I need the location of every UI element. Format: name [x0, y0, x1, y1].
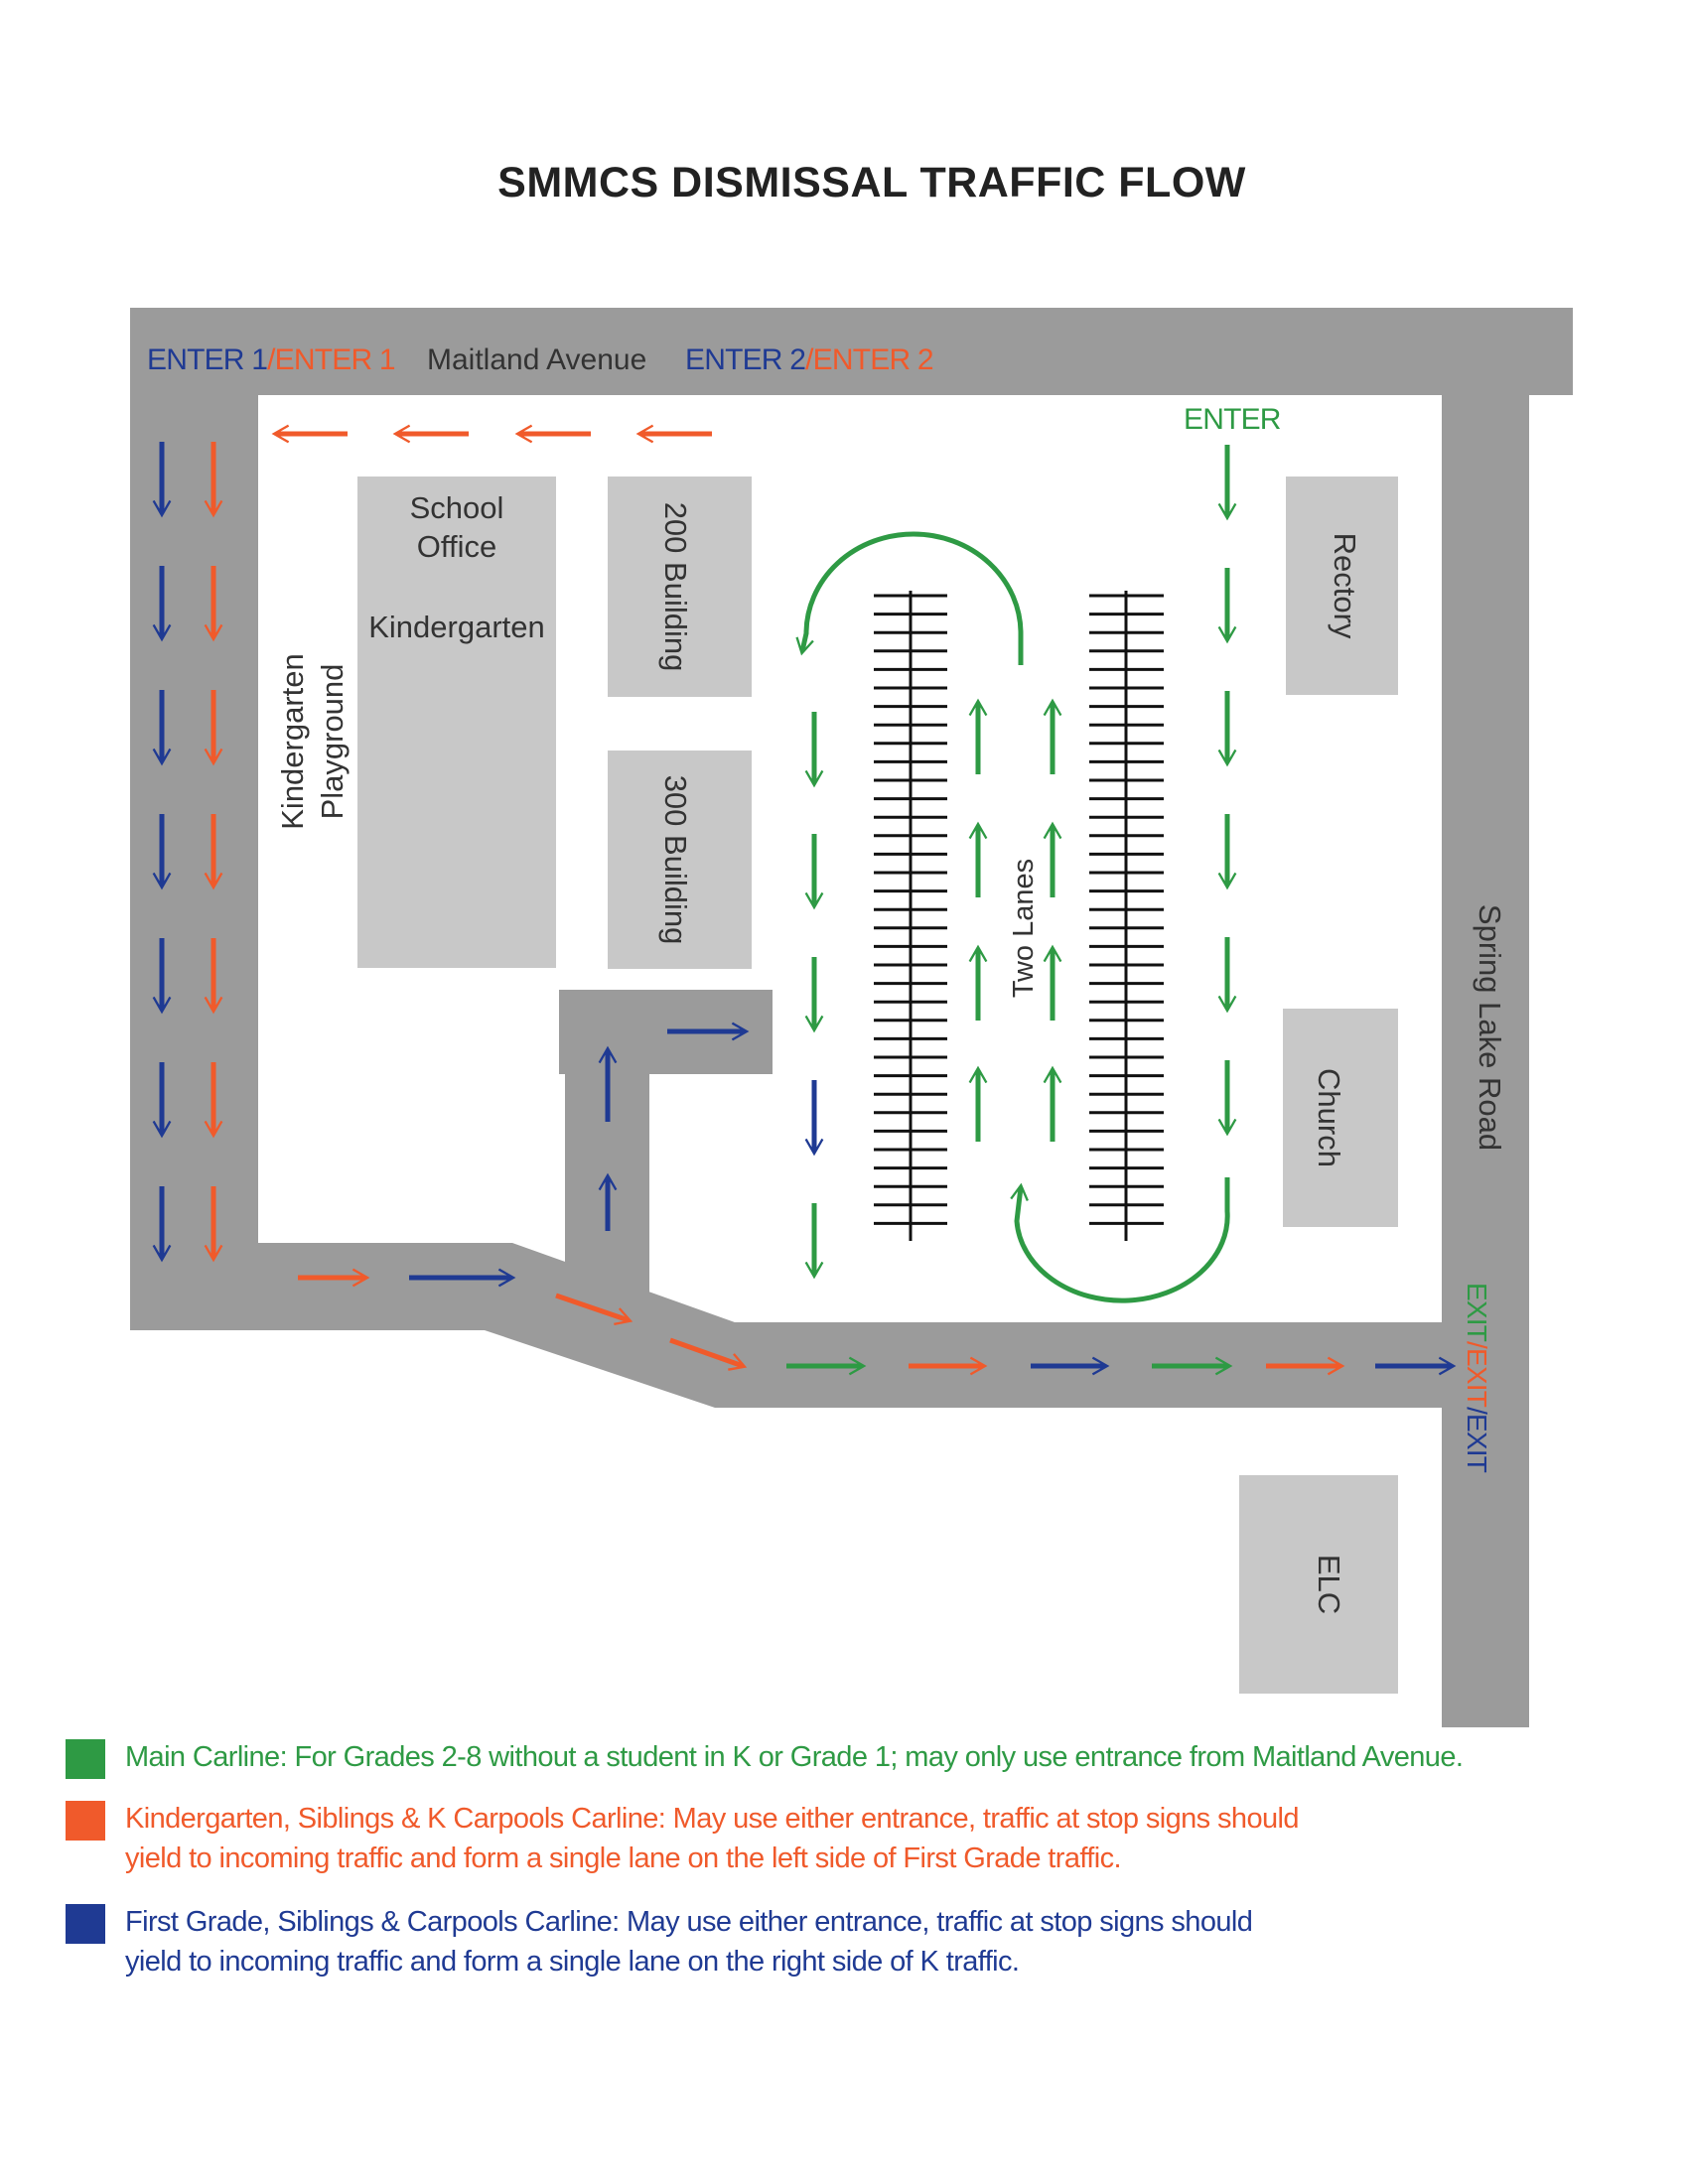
school-office-label-1: School [410, 490, 504, 525]
exit-label: EXIT/EXIT/EXIT [1462, 1283, 1492, 1473]
elc-label: ELC [1312, 1555, 1346, 1614]
left-road [130, 308, 258, 1330]
legend-first-grade-text: First Grade, Siblings & Carpools Carline… [125, 1906, 1253, 1978]
legend-blue-swatch [66, 1904, 105, 1944]
school-office-building [357, 477, 556, 968]
church-building [1283, 1009, 1398, 1227]
rectory-label: Rectory [1328, 533, 1362, 639]
spring-lake-road-label: Spring Lake Road [1473, 904, 1507, 1151]
enter-1-label: ENTER 1/ENTER 1 [147, 343, 395, 376]
page-title: SMMCS DISMISSAL TRAFFIC FLOW [497, 159, 1246, 206]
exit-orange: /EXIT [1462, 1341, 1492, 1408]
maitland-avenue-label: Maitland Avenue [427, 343, 646, 376]
building-300-label: 300 Building [658, 775, 693, 945]
parking-rows [874, 591, 1164, 1241]
kg-playground-label-2: Playground [315, 664, 350, 820]
legend-green-swatch [66, 1739, 105, 1779]
kindergarten-building-label: Kindergarten [368, 610, 545, 644]
spring-lake-road [1442, 395, 1529, 1727]
traffic-arrows [152, 424, 1457, 1376]
buildings [357, 477, 1398, 1694]
bottom-road [130, 1243, 1529, 1408]
legend-orange-swatch [66, 1801, 105, 1841]
building-200-label: 200 Building [658, 502, 693, 672]
enter-2-orange: /ENTER 2 [805, 343, 933, 376]
enter-2-blue: ENTER 2 [685, 343, 805, 376]
u-turns [795, 531, 1230, 1303]
top-u-turn-arrow [795, 531, 1024, 665]
kg-playground-label-1: Kindergarten [275, 653, 310, 830]
elc-building [1239, 1475, 1398, 1694]
bottom-u-turn-arrow [1010, 1177, 1230, 1303]
enter-1-blue: ENTER 1 [147, 343, 267, 376]
church-label: Church [1312, 1068, 1346, 1167]
two-lanes-label: Two Lanes [1008, 859, 1040, 998]
maitland-avenue-road [130, 308, 1573, 395]
exit-green: EXIT [1462, 1283, 1492, 1342]
school-office-label-2: Office [417, 529, 496, 564]
rectory-building [1286, 477, 1398, 695]
building-300 [608, 751, 752, 969]
exit-blue: /EXIT [1462, 1407, 1492, 1473]
legend-kindergarten-text: Kindergarten, Siblings & K Carpools Carl… [125, 1803, 1299, 1874]
enter-2-label: ENTER 2/ENTER 2 [685, 343, 933, 376]
building-200 [608, 477, 752, 697]
campus-map: School Office Kindergarten 200 Building … [130, 308, 1573, 1727]
legend-main-text: Main Carline: For Grades 2-8 without a s… [125, 1741, 1464, 1773]
enter-green-label: ENTER [1184, 403, 1281, 436]
orange-diagonal-arrow [555, 1293, 633, 1325]
enter-1-orange: /ENTER 1 [267, 343, 395, 376]
orange-diagonal-arrow [669, 1337, 748, 1371]
